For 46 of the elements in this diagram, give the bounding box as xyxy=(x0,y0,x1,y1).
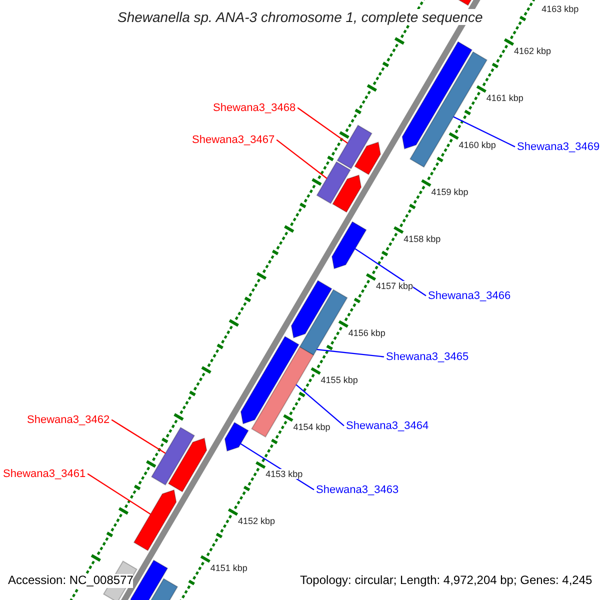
leader-line xyxy=(276,139,328,179)
scale-label: 4162 kbp xyxy=(514,46,552,56)
gene-label: Shewana3_3463 xyxy=(316,484,399,496)
diagram-title: Shewanella sp. ANA-3 chromosome 1, complete sequence xyxy=(118,9,483,26)
gene-feature xyxy=(354,142,382,176)
gene-label: Shewana3_3465 xyxy=(386,350,469,364)
gene-bar xyxy=(299,289,348,356)
gene-feature xyxy=(332,174,362,213)
scale-label: 4153 kbp xyxy=(266,469,303,480)
leader-line xyxy=(111,419,166,454)
gene-label: Shewana3_3464 xyxy=(346,420,429,432)
scale-label: 4163 kbp xyxy=(542,4,579,14)
gene-label: Shewana3_3467 xyxy=(192,134,275,146)
scale-label: 4157 kbp xyxy=(376,281,414,292)
leader-line xyxy=(354,248,426,296)
scale-label: 4158 kbp xyxy=(404,234,441,244)
gene-bar xyxy=(150,426,196,486)
gene-feature xyxy=(331,221,367,270)
gene-feature xyxy=(133,489,177,552)
scale-label: 4152 kbp xyxy=(238,516,276,526)
scale-label: 4156 kbp xyxy=(348,328,386,338)
scale-label: 4160 kbp xyxy=(458,140,496,150)
scale-label: 4161 kbp xyxy=(486,93,524,104)
scale-label: 4159 kbp xyxy=(431,187,468,198)
scale-label: 4155 kbp xyxy=(320,375,358,386)
leader-line xyxy=(87,473,151,515)
gene-feature xyxy=(224,422,249,452)
scale-label: 4154 kbp xyxy=(293,422,330,432)
gene-label: Shewana3_3469 xyxy=(517,140,600,154)
gene-feature xyxy=(168,438,208,492)
gene-label: Shewana3_3461 xyxy=(3,468,86,480)
gene-feature xyxy=(240,336,300,424)
accession-text: Accession: NC_008577 xyxy=(8,574,134,588)
topology-text: Topology: circular; Length: 4,972,204 bp; Genes: 4,245 xyxy=(300,574,592,588)
gene-feature xyxy=(290,280,332,338)
leader-line xyxy=(316,348,384,358)
leader-line xyxy=(297,107,348,144)
gene-bar xyxy=(316,161,351,204)
scale-label: 4151 kbp xyxy=(210,563,248,574)
gene-bar xyxy=(336,124,372,170)
gene-bar xyxy=(251,346,314,438)
gene-label: Shewana3_3466 xyxy=(428,290,511,302)
leader-line xyxy=(453,116,516,148)
leader-line xyxy=(296,384,344,426)
gene-label: Shewana3_3462 xyxy=(27,414,110,426)
gene-label: Shewana3_3468 xyxy=(213,102,296,114)
